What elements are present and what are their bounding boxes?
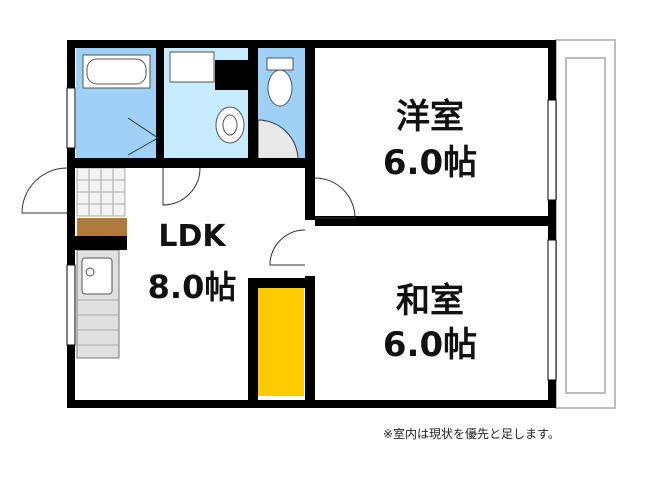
windows <box>66 87 557 381</box>
disclaimer-note: ※室内は現状を優先と足します。 <box>383 427 560 441</box>
western-room-name: 洋室 <box>396 97 464 137</box>
ldk-room-size: 8.0帖 <box>148 268 237 306</box>
closet <box>258 288 304 396</box>
balcony <box>555 39 616 409</box>
door-swings <box>21 117 356 266</box>
washroom <box>163 48 249 158</box>
entrance-tiles <box>76 167 126 217</box>
ldk-room-name: LDK <box>158 219 227 254</box>
japanese-room-name: 和室 <box>396 281 464 321</box>
toilet-room <box>257 48 306 161</box>
shoe-cabinet <box>77 218 127 238</box>
western-room-size: 6.0帖 <box>383 143 477 183</box>
japanese-room-size: 6.0帖 <box>383 325 477 365</box>
bathroom <box>76 48 156 158</box>
kitchen-counter <box>76 249 120 359</box>
walls <box>67 40 556 408</box>
